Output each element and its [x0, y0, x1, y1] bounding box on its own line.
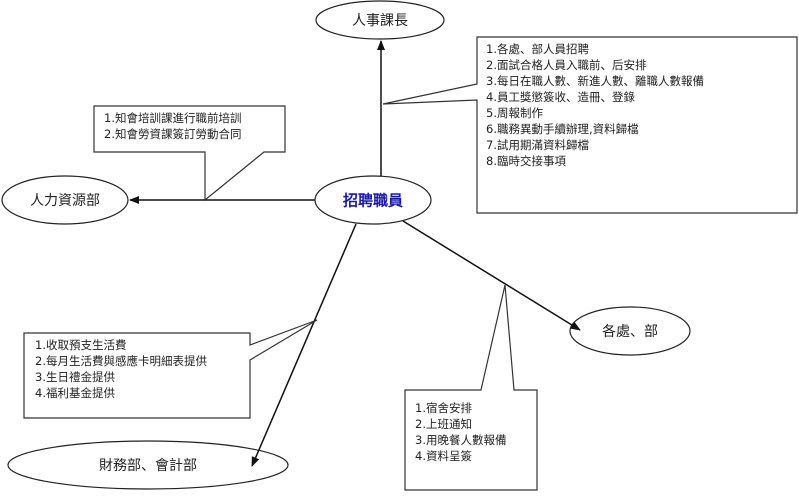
list-item: 6.職務異動手續辦理,資料歸檔 — [486, 122, 639, 136]
callout-personnel-chief-list: 1.各處、部人員招聘 2.面試合格人員入職前、后安排 3.每日在職人數、新進人數… — [486, 41, 704, 169]
node-right-label: 各處、部 — [602, 324, 658, 340]
node-bottom-ellipse — [7, 440, 289, 490]
list-item: 3.生日禮金提供 — [35, 370, 115, 384]
node-center-label: 招聘職員 — [342, 191, 404, 210]
callout-box-hr-department — [93, 105, 286, 202]
callout-box-finance-department — [23, 319, 318, 419]
callout-finance-department-list: 1.收取預支生活費 2.每月生活費與感應卡明細表提供 3.生日禮金提供 4.福利… — [35, 337, 207, 401]
list-item: 4.福利基金提供 — [35, 386, 115, 400]
callout-hr-department-list: 1.知會培訓課進行職前培訓 2.知會勞資課簽訂勞動合同 — [104, 110, 241, 142]
list-item: 4.資料呈簽 — [415, 449, 472, 463]
node-left-label: 人力資源部 — [30, 193, 100, 209]
list-item: 1.收取預支生活費 — [35, 338, 127, 352]
node-top-ellipse — [315, 0, 445, 40]
list-item: 4.員工獎懲簽收、造冊、登錄 — [486, 90, 635, 104]
callout-departments-list: 1.宿舍安排 2.上班通知 3.用晚餐人數報備 4.資料呈簽 — [415, 400, 506, 464]
list-item: 2.上班通知 — [415, 417, 472, 431]
list-item: 3.用晚餐人數報備 — [415, 433, 507, 447]
callout-box-departments — [404, 284, 538, 491]
list-item: 1.各處、部人員招聘 — [486, 42, 589, 56]
list-item: 8.臨時交接事項 — [486, 154, 566, 168]
list-item: 7.試用期滿資料歸檔 — [486, 138, 589, 152]
node-right-ellipse — [569, 306, 691, 356]
list-item: 2.面試合格人員入職前、后安排 — [486, 58, 647, 72]
node-bottom-label: 財務部、會計部 — [99, 458, 197, 474]
list-item: 3.每日在職人數、新進人數、離職人數報備 — [486, 74, 704, 88]
list-item: 1.知會培訓課進行職前培訓 — [104, 111, 242, 125]
node-top-label: 人事課長 — [352, 13, 408, 29]
list-item: 5.周報制作 — [486, 106, 543, 120]
list-item: 2.知會勞資課簽訂勞動合同 — [104, 127, 242, 141]
arrow-to-bottom — [251, 223, 357, 467]
node-left-ellipse — [1, 175, 129, 225]
list-item: 1.宿舍安排 — [415, 401, 472, 415]
list-item: 2.每月生活費與感應卡明細表提供 — [35, 354, 207, 368]
arrow-to-right — [402, 220, 581, 331]
callout-box-personnel-chief — [382, 36, 798, 214]
